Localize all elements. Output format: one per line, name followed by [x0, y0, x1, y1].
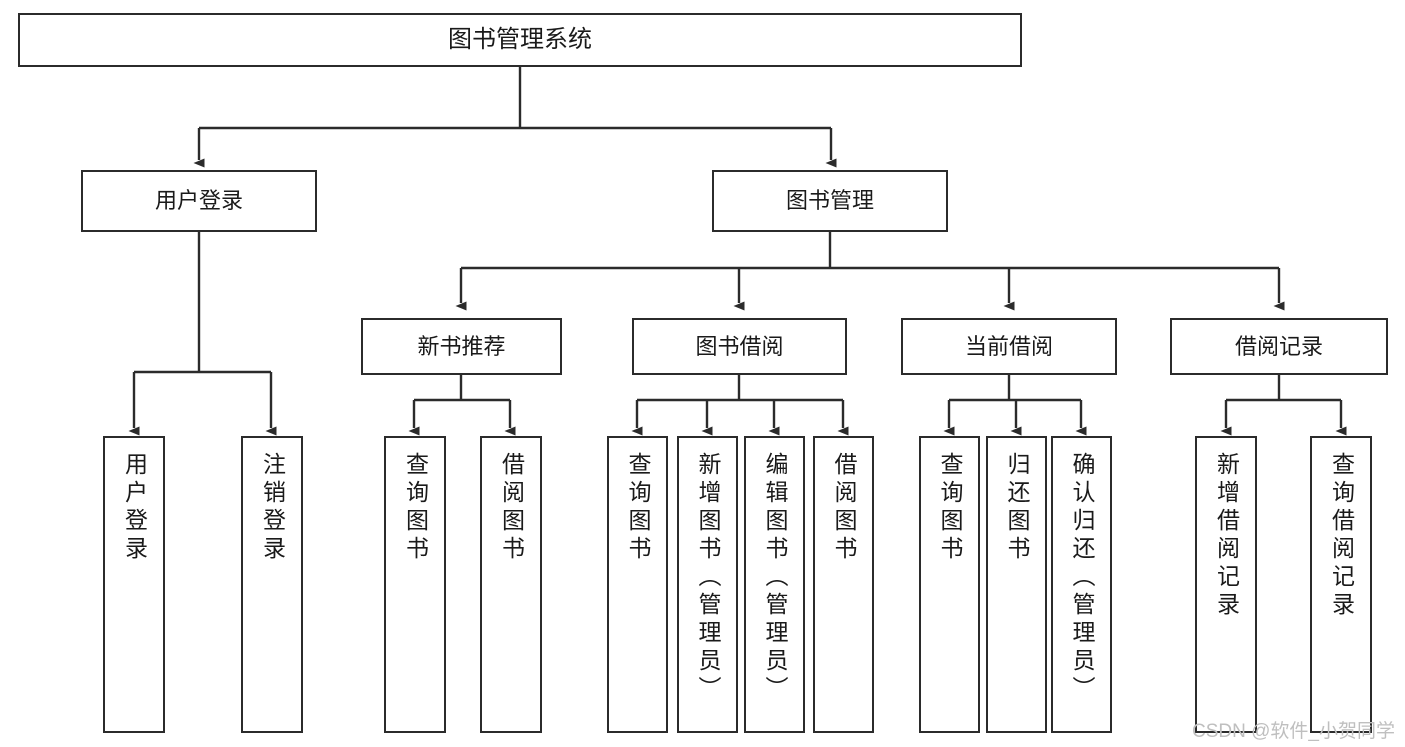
node-book-borrow[interactable]: 图书借阅 [632, 318, 847, 375]
node-label: 用户登录 [121, 452, 148, 564]
root-to-level1-connectors [193, 67, 837, 168]
node-label: 注销登录 [259, 452, 286, 564]
node-label: 编辑图书（管理员） [762, 452, 788, 704]
node-label: 用户登录 [154, 188, 243, 214]
node-root-book-management-system[interactable]: 图书管理系统 [18, 13, 1022, 67]
node-label: 借阅图书 [498, 452, 525, 564]
node-label: 确认归还（管理员） [1069, 452, 1095, 704]
leaf-confirm-return-admin[interactable]: 确认归还（管理员） [1051, 436, 1112, 733]
node-label: 图书管理系统 [448, 26, 592, 53]
leaf-borrow-book-borrow[interactable]: 借阅图书 [813, 436, 874, 733]
borrow-record-to-leaves-connectors [1220, 375, 1347, 436]
leaf-borrow-book-new-book[interactable]: 借阅图书 [480, 436, 542, 733]
node-label: 图书借阅 [695, 333, 784, 359]
node-label: 归还图书 [1004, 452, 1030, 564]
node-book-management[interactable]: 图书管理 [712, 170, 948, 232]
node-label: 查询图书 [937, 452, 963, 564]
new-book-to-leaves-connectors [408, 375, 516, 436]
leaf-logout[interactable]: 注销登录 [241, 436, 303, 733]
csdn-watermark: CSDN @软件_小贺同学 [1192, 721, 1395, 742]
node-label: 借阅图书 [831, 452, 857, 564]
leaf-add-borrow-record[interactable]: 新增借阅记录 [1195, 436, 1257, 733]
node-new-book-recommend[interactable]: 新书推荐 [361, 318, 562, 375]
leaf-edit-book-admin[interactable]: 编辑图书（管理员） [744, 436, 805, 733]
leaf-query-book-new-book[interactable]: 查询图书 [384, 436, 446, 733]
leaf-query-book-current[interactable]: 查询图书 [919, 436, 980, 733]
node-label: 借阅记录 [1234, 333, 1323, 359]
node-label: 查询借阅记录 [1328, 452, 1355, 620]
leaf-add-book-admin[interactable]: 新增图书（管理员） [677, 436, 738, 733]
node-label: 新增借阅记录 [1213, 452, 1240, 620]
leaf-query-borrow-record[interactable]: 查询借阅记录 [1310, 436, 1372, 733]
user-login-to-leaves-connectors [128, 232, 277, 436]
node-label: 查询图书 [625, 452, 651, 564]
leaf-query-book-borrow[interactable]: 查询图书 [607, 436, 668, 733]
node-label: 当前借阅 [964, 333, 1053, 359]
node-current-borrow[interactable]: 当前借阅 [901, 318, 1117, 375]
leaf-user-login[interactable]: 用户登录 [103, 436, 165, 733]
node-borrow-record[interactable]: 借阅记录 [1170, 318, 1388, 375]
node-label: 图书管理 [785, 188, 874, 214]
node-label: 新书推荐 [417, 333, 506, 359]
node-label: 查询图书 [402, 452, 429, 564]
book-borrow-to-leaves-connectors [631, 375, 849, 436]
node-user-login[interactable]: 用户登录 [81, 170, 317, 232]
node-label: 新增图书（管理员） [695, 452, 721, 704]
book-mgmt-to-level2-connectors [455, 232, 1285, 311]
leaf-return-book[interactable]: 归还图书 [986, 436, 1047, 733]
current-borrow-to-leaves-connectors [943, 375, 1087, 436]
